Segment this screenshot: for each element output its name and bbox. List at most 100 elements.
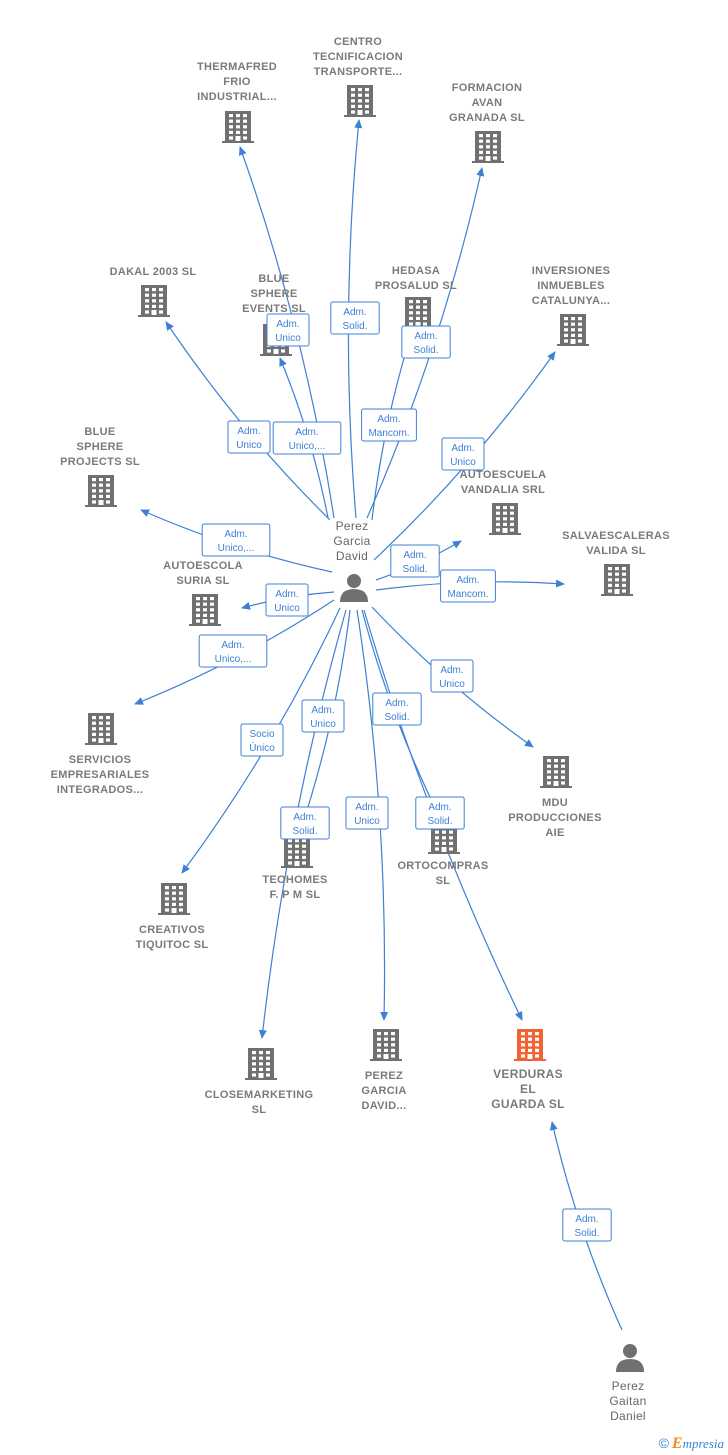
edge-role-box[interactable]: Adm.Solid. [415, 796, 465, 830]
edge-role-text: Adm. [440, 665, 463, 676]
edge-role-text: Adm. [451, 443, 474, 454]
company-node-ortocompras[interactable]: ORTOCOMPRAS SL [397, 822, 488, 887]
copyright-symbol: © [658, 1435, 669, 1451]
edge-labels-layer: Adm.Unico,...Adm.Solid.Adm.Mancom.Adm.Un… [198, 301, 612, 1242]
company-node-dakal[interactable]: DAKAL 2003 SL [110, 266, 197, 317]
edge-role-text: Unico [354, 816, 380, 827]
edge-role-box[interactable]: Adm.Unico [266, 313, 310, 347]
building-icon [402, 297, 434, 329]
edge-role-text: Adm. [276, 319, 299, 330]
company-node-perez_garcia_co[interactable]: PEREZGARCIADAVID... [361, 1029, 406, 1112]
edge-role-box[interactable]: Adm.Solid. [330, 301, 380, 335]
edge-role-text: Socio [249, 729, 274, 740]
edge-role-box[interactable]: Adm.Unico [345, 796, 389, 830]
node-label-line: PRODUCCIONES [508, 812, 601, 824]
building-icon [370, 1029, 402, 1061]
person-icon [616, 1344, 644, 1372]
node-label-line: EVENTS SL [242, 303, 306, 315]
node-label-line: ORTOCOMPRAS [397, 860, 488, 872]
node-label-line: SURIA SL [176, 575, 229, 587]
edge-role-box[interactable]: Adm.Unico,... [272, 421, 342, 455]
edge-role-text: Unico [450, 457, 476, 468]
edge-role-box[interactable]: Adm. Unico [301, 699, 345, 733]
node-label-line: DAKAL 2003 SL [110, 266, 197, 278]
company-node-thermafred[interactable]: THERMAFREDFRIOINDUSTRIAL... [197, 61, 277, 143]
building-icon [601, 564, 633, 596]
edge-role-text: Solid. [342, 321, 367, 332]
node-label-line: INTEGRADOS... [57, 784, 143, 796]
company-node-servicios[interactable]: SERVICIOSEMPRESARIALESINTEGRADOS... [51, 713, 150, 796]
node-label-line: INMUEBLES [537, 280, 604, 292]
edge-role-box[interactable]: Adm.Unico [430, 659, 474, 693]
edge-role-box[interactable]: Adm.Solid. [562, 1208, 612, 1242]
node-label-line: GARCIA [361, 1085, 406, 1097]
node-label-line: VANDALIA SRL [461, 484, 545, 496]
building-icon [472, 131, 504, 163]
building-icon [514, 1029, 546, 1061]
edge-role-box[interactable]: Adm. Solid. [372, 692, 422, 726]
building-icon [85, 475, 117, 507]
node-label-line: AIE [545, 827, 564, 839]
node-label-line: BLUE [84, 426, 115, 438]
node-label-line: SPHERE [250, 288, 297, 300]
building-icon [138, 285, 170, 317]
node-label-line: CENTRO [334, 36, 382, 48]
edge-role-text: Adm. [311, 705, 334, 716]
edge-role-text: Adm. [293, 812, 316, 823]
node-label-line: Perez [612, 1379, 645, 1393]
edge-role-text: Solid. [384, 712, 409, 723]
node-label-line: PROSALUD SL [375, 280, 457, 292]
edge-role-box[interactable]: Adm.Unico,... [201, 523, 271, 557]
edge-role-text: Unico,... [215, 654, 252, 665]
edge-role-box[interactable]: Adm.Mancom. [361, 408, 417, 442]
edge-role-text: Solid. [402, 564, 427, 575]
node-label-line: SL [436, 875, 451, 887]
node-label-line: FORMACION [452, 82, 523, 94]
edge-role-text: Adm. [385, 698, 408, 709]
node-label-line: THERMAFRED [197, 61, 277, 73]
edge-role-box[interactable]: Adm.Unico [227, 420, 271, 454]
building-icon [189, 594, 221, 626]
edge-role-box[interactable]: Adm.Solid. [390, 544, 440, 578]
node-label-line: AVAN [472, 97, 503, 109]
company-node-autoescuela[interactable]: AUTOESCUELA VANDALIA SRL [460, 469, 547, 535]
building-icon [540, 756, 572, 788]
edge-role-box[interactable]: Adm. Unico [441, 437, 485, 471]
building-icon [222, 111, 254, 143]
node-label-line: PROJECTS SL [60, 456, 140, 468]
building-icon [344, 85, 376, 117]
brand-footer[interactable]: ©Empresia [659, 1435, 724, 1453]
edge-role-box[interactable]: Adm.Unico,... [198, 634, 268, 668]
node-label-line: BLUE [258, 273, 289, 285]
edge-role-text: Adm. [224, 529, 247, 540]
node-label-line: AUTOESCUELA [460, 469, 547, 481]
node-label-line: DAVID... [362, 1100, 407, 1112]
edge-role-text: Solid. [413, 345, 438, 356]
node-label-line: EMPRESARIALES [51, 769, 150, 781]
edge-role-text: Unico [310, 719, 336, 730]
company-node-centro[interactable]: CENTROTECNIFICACIONTRANSPORTE... [313, 36, 403, 117]
edge-role-box[interactable]: Adm.Unico [265, 583, 309, 617]
node-label-line: TRANSPORTE... [314, 66, 403, 78]
edge-role-text: Adm. [428, 802, 451, 813]
edge-role-box[interactable]: Adm.Solid. [280, 806, 330, 840]
edge-role-box[interactable]: Adm.Mancom. [440, 569, 496, 603]
node-label-line: TIQUITOC SL [136, 939, 209, 951]
edge-role-box[interactable]: Adm.Solid. [401, 325, 451, 359]
building-icon [245, 1048, 277, 1080]
company-node-inversiones[interactable]: INVERSIONESINMUEBLESCATALUNYA... [532, 265, 611, 346]
building-icon [158, 883, 190, 915]
